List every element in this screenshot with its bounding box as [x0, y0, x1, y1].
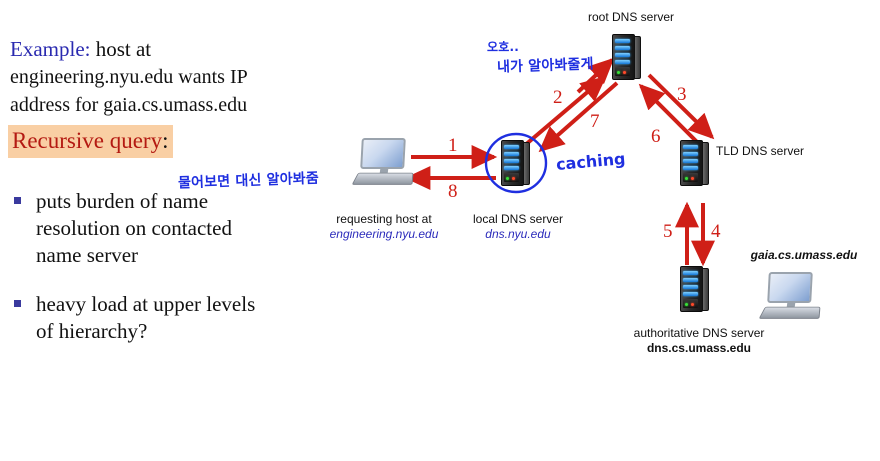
caption-authoritative-dns-server: authoritative DNS server dns.cs.umass.ed…	[614, 326, 784, 356]
caption-line: authoritative DNS server	[633, 326, 765, 340]
caption-domain: dns.cs.umass.edu	[646, 341, 752, 355]
node-gaia-host	[758, 272, 822, 324]
server-icon	[612, 34, 642, 80]
recursive-query-colon: :	[162, 128, 169, 153]
list-item: puts burden of name resolution on contac…	[14, 188, 264, 269]
node-requesting-host	[351, 138, 415, 190]
lead-paragraph: Example: host at engineering.nyu.edu wan…	[10, 36, 315, 119]
server-icon	[680, 266, 710, 312]
caption-domain: dns.nyu.edu	[485, 227, 551, 241]
caption-tld-dns-server: TLD DNS server	[716, 144, 804, 159]
recursive-query-heading: Recursive query:	[8, 125, 174, 158]
annotation-note-root-2: 내가 알아봐줄게	[496, 56, 594, 76]
node-root-dns-server	[612, 34, 642, 80]
node-tld-dns-server	[680, 140, 710, 186]
recursive-query-text: Recursive query	[12, 128, 163, 153]
caption-domain: engineering.nyu.edu	[329, 227, 439, 241]
lead-line3: address for gaia.cs.umass.edu	[10, 94, 248, 116]
bullet-text: heavy load at upper levels of hierarchy?	[36, 292, 256, 343]
server-icon	[501, 140, 531, 186]
arrow-6	[638, 83, 702, 147]
lead-line1-rest: host at	[90, 37, 152, 61]
step-number-2: 2	[553, 87, 563, 108]
node-authoritative-dns-server	[680, 266, 710, 312]
caption-line: root DNS server	[587, 10, 675, 24]
step-number-6: 6	[651, 126, 661, 147]
list-item: heavy load at upper levels of hierarchy?	[14, 291, 264, 345]
bullet-list: puts burden of name resolution on contac…	[14, 188, 264, 367]
node-local-dns-server	[501, 140, 531, 186]
caption-line: requesting host at	[336, 212, 432, 226]
step-number-5: 5	[663, 221, 673, 242]
annotation-note-local: 물어보면 대신 알아봐줌	[177, 170, 320, 192]
step-number-8: 8	[448, 181, 458, 202]
caption-requesting-host: requesting host at engineering.nyu.edu	[318, 212, 450, 242]
step-number-7: 7	[590, 111, 600, 132]
desktop-computer-icon	[351, 138, 415, 190]
annotation-note-root-1: 오호..	[487, 40, 519, 54]
step-number-3: 3	[677, 84, 687, 105]
bullet-text: puts burden of name resolution on contac…	[36, 189, 232, 267]
caption-gaia-host: gaia.cs.umass.edu	[734, 248, 874, 263]
step-number-1: 1	[448, 135, 458, 156]
server-icon	[680, 140, 710, 186]
annotation-note-caching: caching	[555, 149, 627, 174]
desktop-computer-icon	[758, 272, 822, 324]
bullet-square-icon	[14, 197, 21, 204]
example-label: Example:	[10, 37, 91, 61]
step-number-4: 4	[711, 221, 721, 242]
caption-local-dns-server: local DNS server dns.nyu.edu	[448, 212, 588, 242]
caption-root-dns-server: root DNS server	[556, 10, 706, 25]
bullet-square-icon	[14, 300, 21, 307]
caption-line: TLD DNS server	[716, 144, 805, 158]
caption-line: gaia.cs.umass.edu	[750, 248, 858, 262]
caption-line: local DNS server	[472, 212, 564, 226]
lead-line2: engineering.nyu.edu wants IP	[10, 66, 248, 88]
